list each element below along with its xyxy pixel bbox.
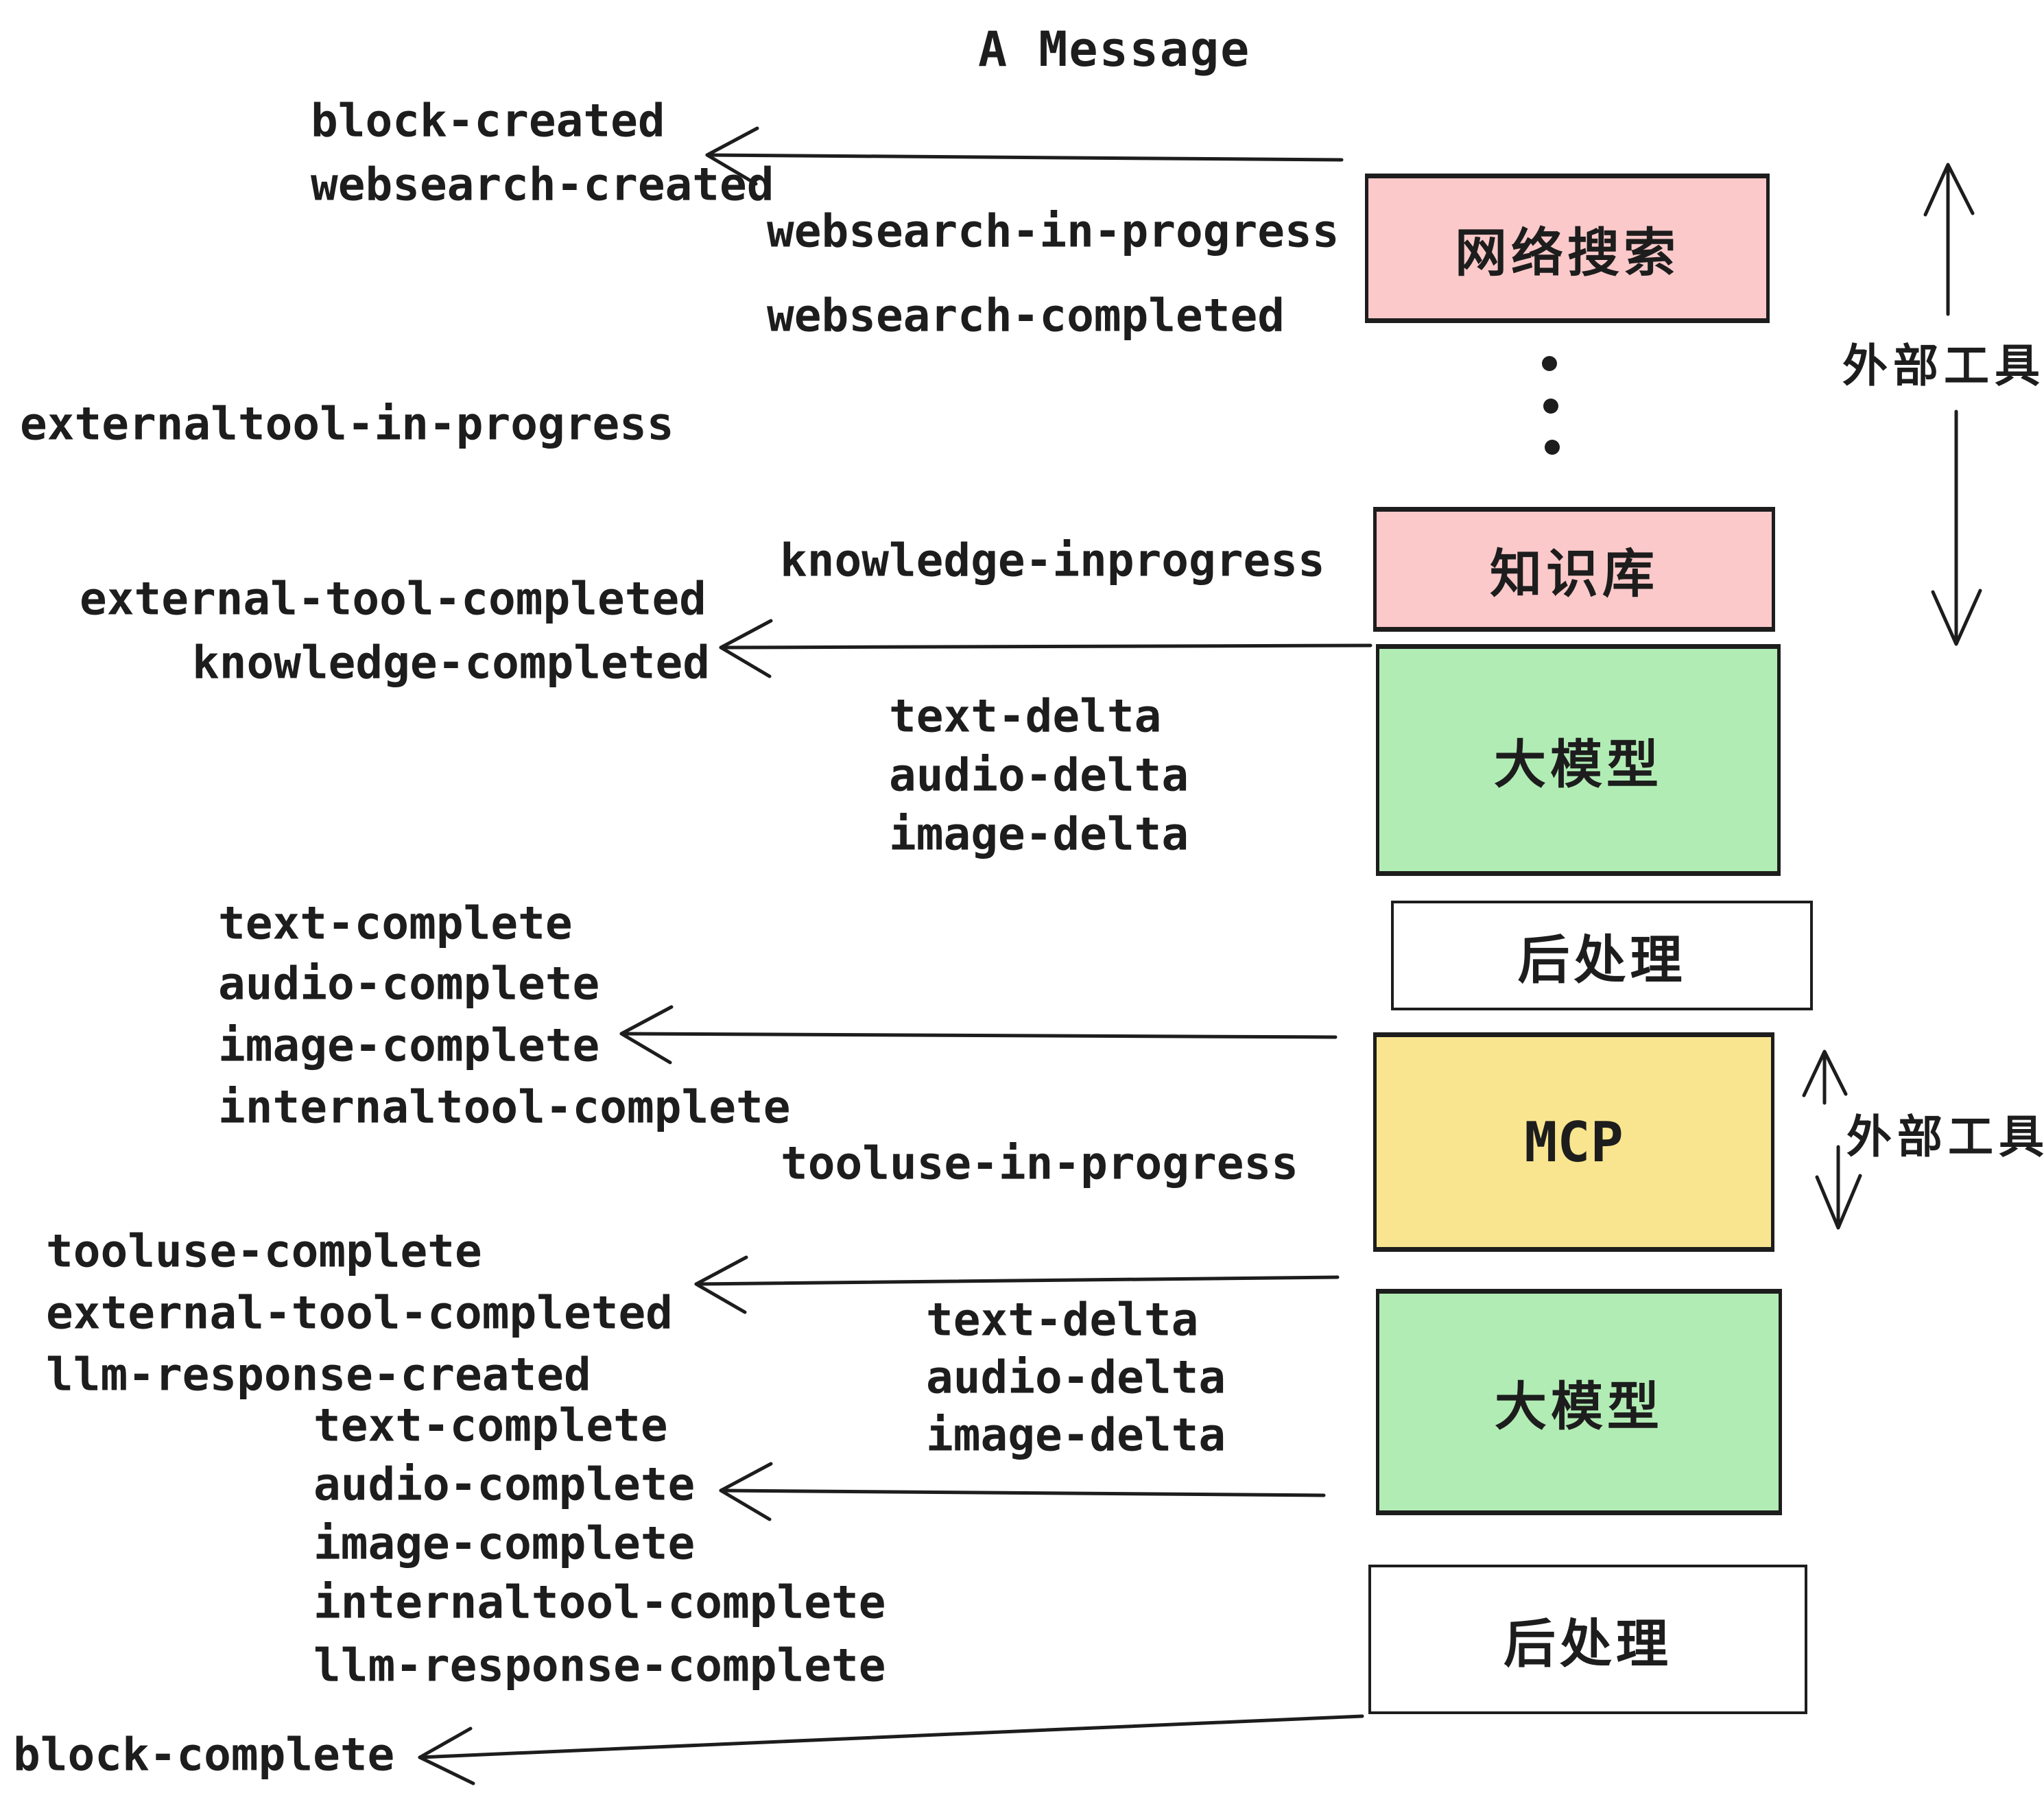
event-label-text-delta: text-delta	[889, 689, 1162, 743]
event-label-audio-delta-2: audio-delta	[926, 1351, 1226, 1404]
event-label-image-delta: image-delta	[889, 807, 1189, 861]
event-label-text-complete: text-complete	[218, 897, 573, 950]
event-label-llm-response-created: llm-response-created	[46, 1348, 591, 1401]
event-label-external-tool-completed-2: external-tool-completed	[46, 1286, 673, 1340]
box-postprocess-top-label: 后处理	[1517, 929, 1687, 990]
event-label-externaltool-in-progress: externaltool-in-progress	[20, 397, 674, 451]
box-websearch: 网络搜索	[1365, 174, 1770, 323]
external-tools-top-label: 外部工具	[1842, 340, 2044, 392]
page-title: A Message	[978, 21, 1251, 78]
event-label-text-complete-2: text-complete	[313, 1399, 668, 1452]
event-label-image-delta-2: image-delta	[926, 1408, 1226, 1462]
event-label-websearch-in-progress: websearch-in-progress	[767, 204, 1340, 258]
external-tools-top-up-arrow	[1923, 163, 1975, 316]
box-llm-top-label: 大模型	[1494, 734, 1663, 795]
event-label-knowledge-inprogress: knowledge-inprogress	[780, 534, 1325, 587]
box-websearch-label: 网络搜索	[1455, 222, 1680, 283]
arrow-to-image-complete	[619, 1005, 1338, 1065]
event-label-block-created: block-created	[311, 94, 665, 147]
arrow-to-tooluse-complete	[694, 1255, 1340, 1314]
event-label-internaltool-complete: internaltool-complete	[218, 1080, 791, 1134]
event-label-image-complete: image-complete	[218, 1019, 600, 1072]
external-tools-mcp-down-arrow	[1815, 1145, 1862, 1230]
box-postprocess-bottom: 后处理	[1368, 1565, 1807, 1714]
external-tools-top-down-arrow	[1931, 410, 1982, 646]
box-postprocess-bottom-label: 后处理	[1504, 1613, 1672, 1674]
event-label-audio-complete: audio-complete	[218, 957, 600, 1010]
box-mcp-label: MCP	[1524, 1110, 1624, 1174]
box-llm-top: 大模型	[1376, 644, 1781, 876]
event-label-audio-complete-2: audio-complete	[313, 1458, 696, 1511]
arrow-to-block-created	[705, 126, 1344, 186]
event-label-image-complete-2: image-complete	[313, 1517, 696, 1570]
event-label-audio-delta: audio-delta	[889, 748, 1189, 802]
ellipsis-dots	[1542, 356, 1560, 455]
box-llm-bottom: 大模型	[1376, 1289, 1782, 1515]
arrow-to-audio-complete	[719, 1462, 1326, 1521]
event-label-tooluse-complete: tooluse-complete	[46, 1224, 482, 1278]
event-label-internaltool-complete-2: internaltool-complete	[313, 1576, 886, 1629]
box-knowledge: 知识库	[1373, 507, 1775, 632]
event-label-block-complete: block-complete	[13, 1728, 395, 1781]
event-label-websearch-completed: websearch-completed	[767, 289, 1285, 342]
box-knowledge-label: 知识库	[1490, 543, 1659, 604]
box-mcp: MCP	[1373, 1032, 1774, 1252]
event-label-llm-response-complete: llm-response-complete	[313, 1639, 886, 1692]
box-llm-bottom-label: 大模型	[1495, 1376, 1663, 1437]
event-label-external-tool-completed: external-tool-completed	[80, 572, 706, 626]
event-label-websearch-created: websearch-created	[311, 158, 774, 211]
arrow-to-block-complete	[418, 1714, 1364, 1785]
external-tools-mcp-up-arrow	[1802, 1049, 1848, 1105]
box-postprocess-top: 后处理	[1391, 901, 1813, 1010]
event-label-tooluse-in-progress: tooluse-in-progress	[781, 1137, 1298, 1190]
event-label-text-delta-2: text-delta	[926, 1293, 1199, 1346]
arrow-to-knowledge-completed	[719, 619, 1372, 678]
external-tools-mcp-label: 外部工具	[1846, 1111, 2044, 1163]
event-label-knowledge-completed: knowledge-completed	[192, 636, 710, 689]
